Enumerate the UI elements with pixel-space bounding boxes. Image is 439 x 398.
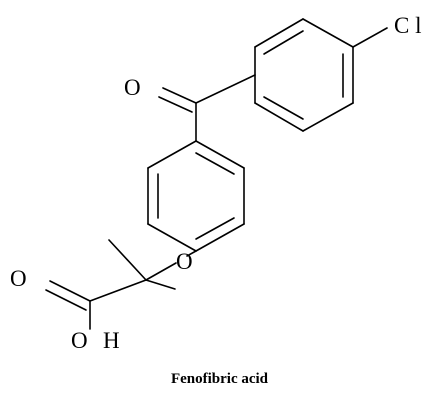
hydroxyl-oxygen-label: O [71, 328, 88, 353]
ether-linkage [89, 239, 197, 302]
ether-oxygen-label: O [176, 249, 193, 274]
figure-caption: Fenofibric acid [170, 371, 269, 387]
carbonyl-oxygen-label: O [10, 266, 27, 291]
chlorophenyl-ring [254, 18, 354, 132]
ketone-oxygen-label: O [124, 75, 141, 100]
ketone-bridge [158, 74, 256, 142]
phenoxy-ring [147, 140, 245, 252]
chlorine-label: C l [394, 13, 422, 38]
chlorine-bond [352, 27, 388, 48]
hydroxyl-hydrogen-label: H [103, 328, 120, 353]
carboxyl-group [45, 280, 91, 330]
